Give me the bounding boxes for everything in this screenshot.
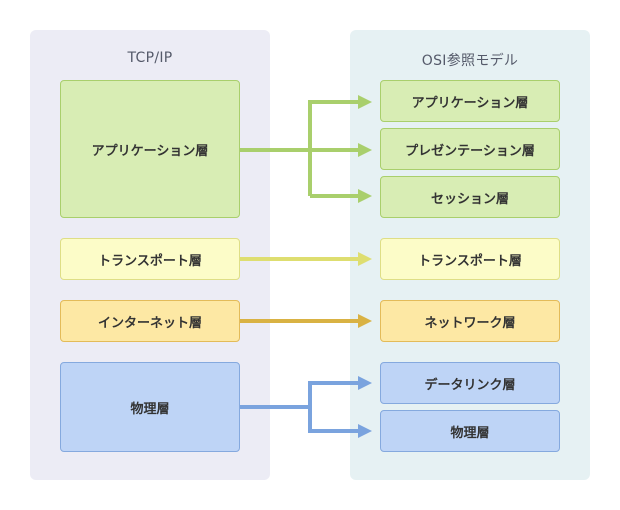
osi-transport-layer: トランスポート層 (380, 238, 560, 280)
osi-presentation-layer: プレゼンテーション層 (380, 128, 560, 170)
arrowhead-to-osi-datalink (358, 376, 372, 390)
arrowhead-to-osi-application (358, 95, 372, 109)
osi-title: OSI参照モデル (421, 53, 519, 69)
application-branch-line (308, 100, 360, 196)
internet-arrow (240, 314, 372, 328)
arrowhead-to-osi-session (358, 189, 372, 203)
osi-session-layer: セッション層 (380, 176, 560, 218)
application-arrows (240, 95, 372, 203)
physical-branch-line (308, 381, 360, 433)
tcp-application-layer: アプリケーション層 (60, 80, 240, 218)
osi-datalink-layer: データリンク層 (380, 362, 560, 404)
arrowhead-to-osi-transport (358, 252, 372, 266)
osi-network-layer: ネットワーク層 (380, 300, 560, 342)
tcp-physical-layer: 物理層 (60, 362, 240, 452)
arrowhead-to-osi-presentation (358, 143, 372, 157)
transport-arrow (240, 252, 372, 266)
arrowhead-to-osi-network (358, 314, 372, 328)
arrowhead-to-osi-physical (358, 424, 372, 438)
tcp-ip-title: TCP/IP (127, 50, 173, 66)
tcp-internet-layer: インターネット層 (60, 300, 240, 342)
physical-arrows (240, 376, 372, 438)
osi-physical-layer: 物理層 (380, 410, 560, 452)
osi-application-layer: アプリケーション層 (380, 80, 560, 122)
tcp-transport-layer: トランスポート層 (60, 238, 240, 280)
